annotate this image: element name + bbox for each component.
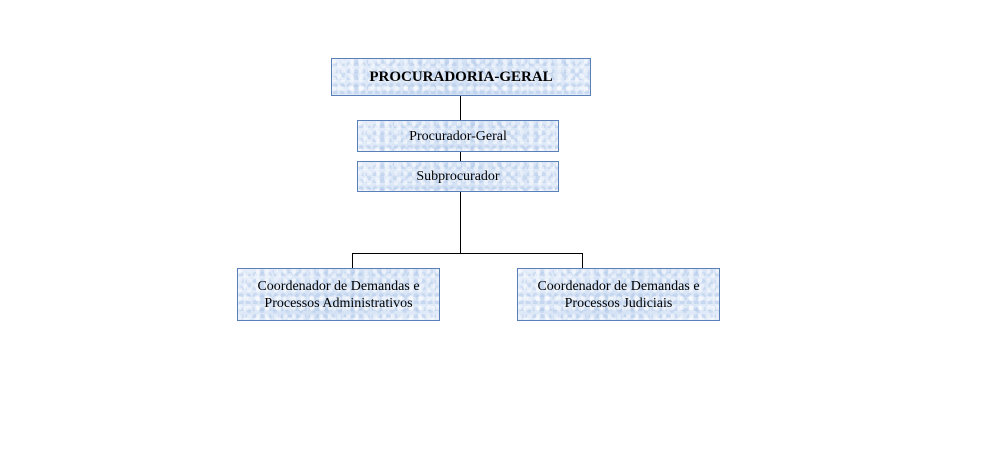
coordenador-administrativos-line2: Processos Administrativos bbox=[264, 295, 413, 311]
connector-root-to-procurador bbox=[460, 95, 461, 120]
connector-procurador-to-subprocurador bbox=[460, 151, 461, 161]
connector-subprocurador-to-branch bbox=[460, 191, 461, 253]
coordenador-judiciais-line1: Coordenador de Demandas e bbox=[537, 278, 700, 294]
procuradoria-geral-label: PROCURADORIA-GERAL bbox=[369, 68, 553, 85]
coordenador-administrativos-line1: Coordenador de Demandas e bbox=[257, 278, 420, 294]
subprocurador-label: Subprocurador bbox=[416, 169, 500, 184]
procuradoria-geral-box: PROCURADORIA-GERAL bbox=[331, 58, 591, 96]
procurador-geral-box: Procurador-Geral bbox=[357, 120, 559, 152]
coordenador-judiciais-box: Coordenador de Demandas e Processos Judi… bbox=[517, 268, 720, 321]
subprocurador-box: Subprocurador bbox=[357, 161, 559, 192]
coordenador-administrativos-box: Coordenador de Demandas e Processos Admi… bbox=[237, 268, 440, 321]
connector-branch-left-drop bbox=[352, 253, 353, 268]
coordenador-judiciais-line2: Processos Judiciais bbox=[564, 295, 673, 311]
connector-branch-right-drop bbox=[582, 253, 583, 268]
procurador-geral-label: Procurador-Geral bbox=[409, 128, 507, 144]
connector-branch-horizontal bbox=[352, 253, 583, 254]
